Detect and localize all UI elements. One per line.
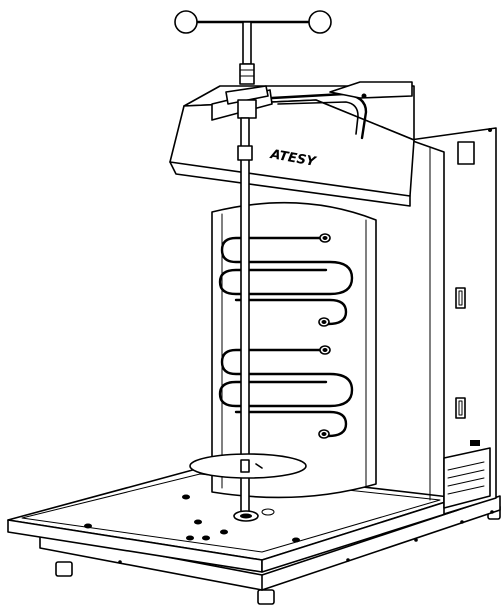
- foot-front-right: [257, 589, 275, 605]
- power-switch: [455, 287, 466, 309]
- tray-holes: [84, 494, 300, 543]
- side-label: [457, 141, 475, 165]
- handle-knob-left: [174, 10, 198, 34]
- foot-front-left: [55, 561, 73, 577]
- skewer: [174, 10, 332, 522]
- control-box: [443, 440, 491, 509]
- hood-front: [169, 99, 415, 197]
- heating-coils: [218, 233, 354, 439]
- base-rivets: [118, 510, 494, 564]
- handle-knob-right: [308, 10, 332, 34]
- rod-coupling: [239, 63, 255, 85]
- side-panel: [409, 127, 497, 515]
- heat-switch: [455, 397, 466, 419]
